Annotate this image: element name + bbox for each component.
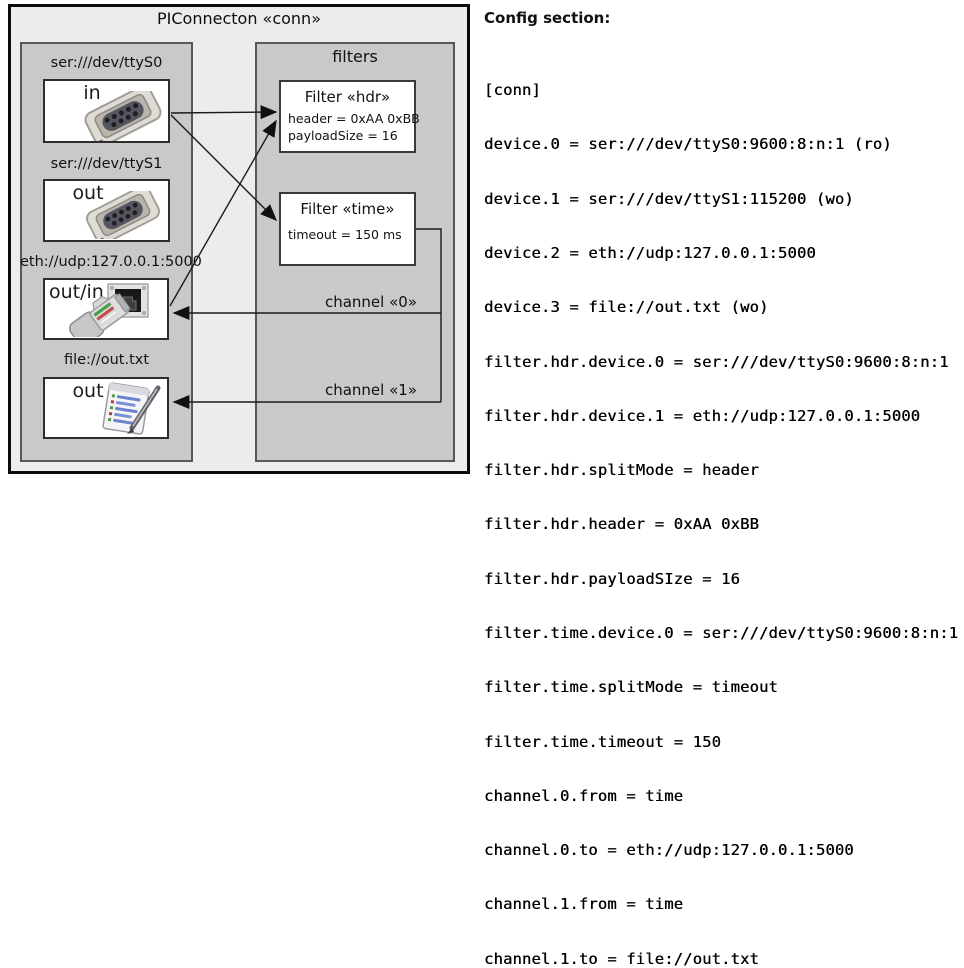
config-section: Config section: [conn] device.0 = ser://…	[484, 0, 964, 968]
config-line: filter.hdr.device.0 = ser:///dev/ttyS0:9…	[484, 352, 949, 371]
config-line: filter.time.splitMode = timeout	[484, 678, 778, 697]
filter-attribute: timeout = 150 ms	[288, 227, 402, 242]
channel-0-label: channel «0»	[324, 293, 417, 311]
config-line: device.2 = eth://udp:127.0.0.1:5000	[484, 244, 816, 263]
device-direction-label: out	[72, 182, 104, 204]
notepad-pen-icon	[102, 382, 161, 435]
device-direction-label: out/in	[49, 281, 104, 303]
config-line: channel.0.to = eth://udp:127.0.0.1:5000	[484, 841, 854, 860]
device-uri-label: ser:///dev/ttyS0	[50, 55, 163, 71]
device-direction-label: out	[72, 380, 104, 402]
device-box-file: out	[43, 377, 169, 439]
filter-box-hdr: Filter «hdr» header = 0xAA 0xBB payloadS…	[279, 80, 420, 153]
config-line: filter.time.device.0 = ser:///dev/ttyS0:…	[484, 624, 959, 642]
config-line: device.3 = file://out.txt (wo)	[484, 298, 769, 317]
device-uri-label: eth://udp:127.0.0.1:5000	[20, 254, 202, 270]
config-line: filter.hdr.device.1 = eth://udp:127.0.0.…	[484, 406, 921, 425]
diagram-title: PIConnecton «conn»	[157, 9, 321, 28]
channel-1-label: channel «1»	[324, 381, 417, 399]
device-box-ttys1: out	[43, 179, 170, 242]
filter-box-time: Filter «time» timeout = 150 ms	[279, 192, 416, 266]
config-line: [conn]	[484, 81, 541, 100]
device-box-eth: out/in	[43, 278, 169, 340]
device-direction-label: in	[83, 82, 101, 104]
config-line: channel.1.to = file://out.txt	[484, 949, 759, 968]
config-lines: [conn] device.0 = ser:///dev/ttyS0:9600:…	[484, 45, 958, 968]
filters-group-title: filters	[332, 47, 378, 66]
config-line: filter.hdr.splitMode = header	[484, 461, 759, 480]
config-line: channel.0.from = time	[484, 786, 684, 805]
device-uri-label: file://out.txt	[63, 352, 150, 368]
config-line: device.1 = ser:///dev/ttyS1:115200 (wo)	[484, 189, 854, 208]
serial-connector-icon	[84, 91, 162, 141]
config-line: filter.time.timeout = 150	[484, 732, 722, 751]
filter-title: Filter «time»	[300, 200, 395, 218]
config-line: device.0 = ser:///dev/ttyS0:9600:8:n:1 (…	[484, 135, 892, 154]
piconnecton-diagram: PIConnecton «conn» filters ser:///dev/tt…	[0, 0, 480, 484]
config-line: filter.hdr.payloadSIze = 16	[484, 569, 741, 588]
filter-attribute: payloadSize = 16	[288, 128, 398, 143]
serial-connector-icon	[86, 191, 160, 239]
filter-attribute: header = 0xAA 0xBB	[288, 111, 420, 126]
config-line: channel.1.from = time	[484, 895, 684, 914]
filter-title: Filter «hdr»	[304, 88, 391, 106]
config-line: filter.hdr.header = 0xAA 0xBB	[484, 515, 759, 534]
config-heading: Config section:	[484, 9, 611, 27]
ethernet-plug-icon	[69, 293, 131, 337]
device-box-ttys0: in	[43, 79, 170, 143]
device-uri-label: ser:///dev/ttyS1	[50, 156, 163, 172]
